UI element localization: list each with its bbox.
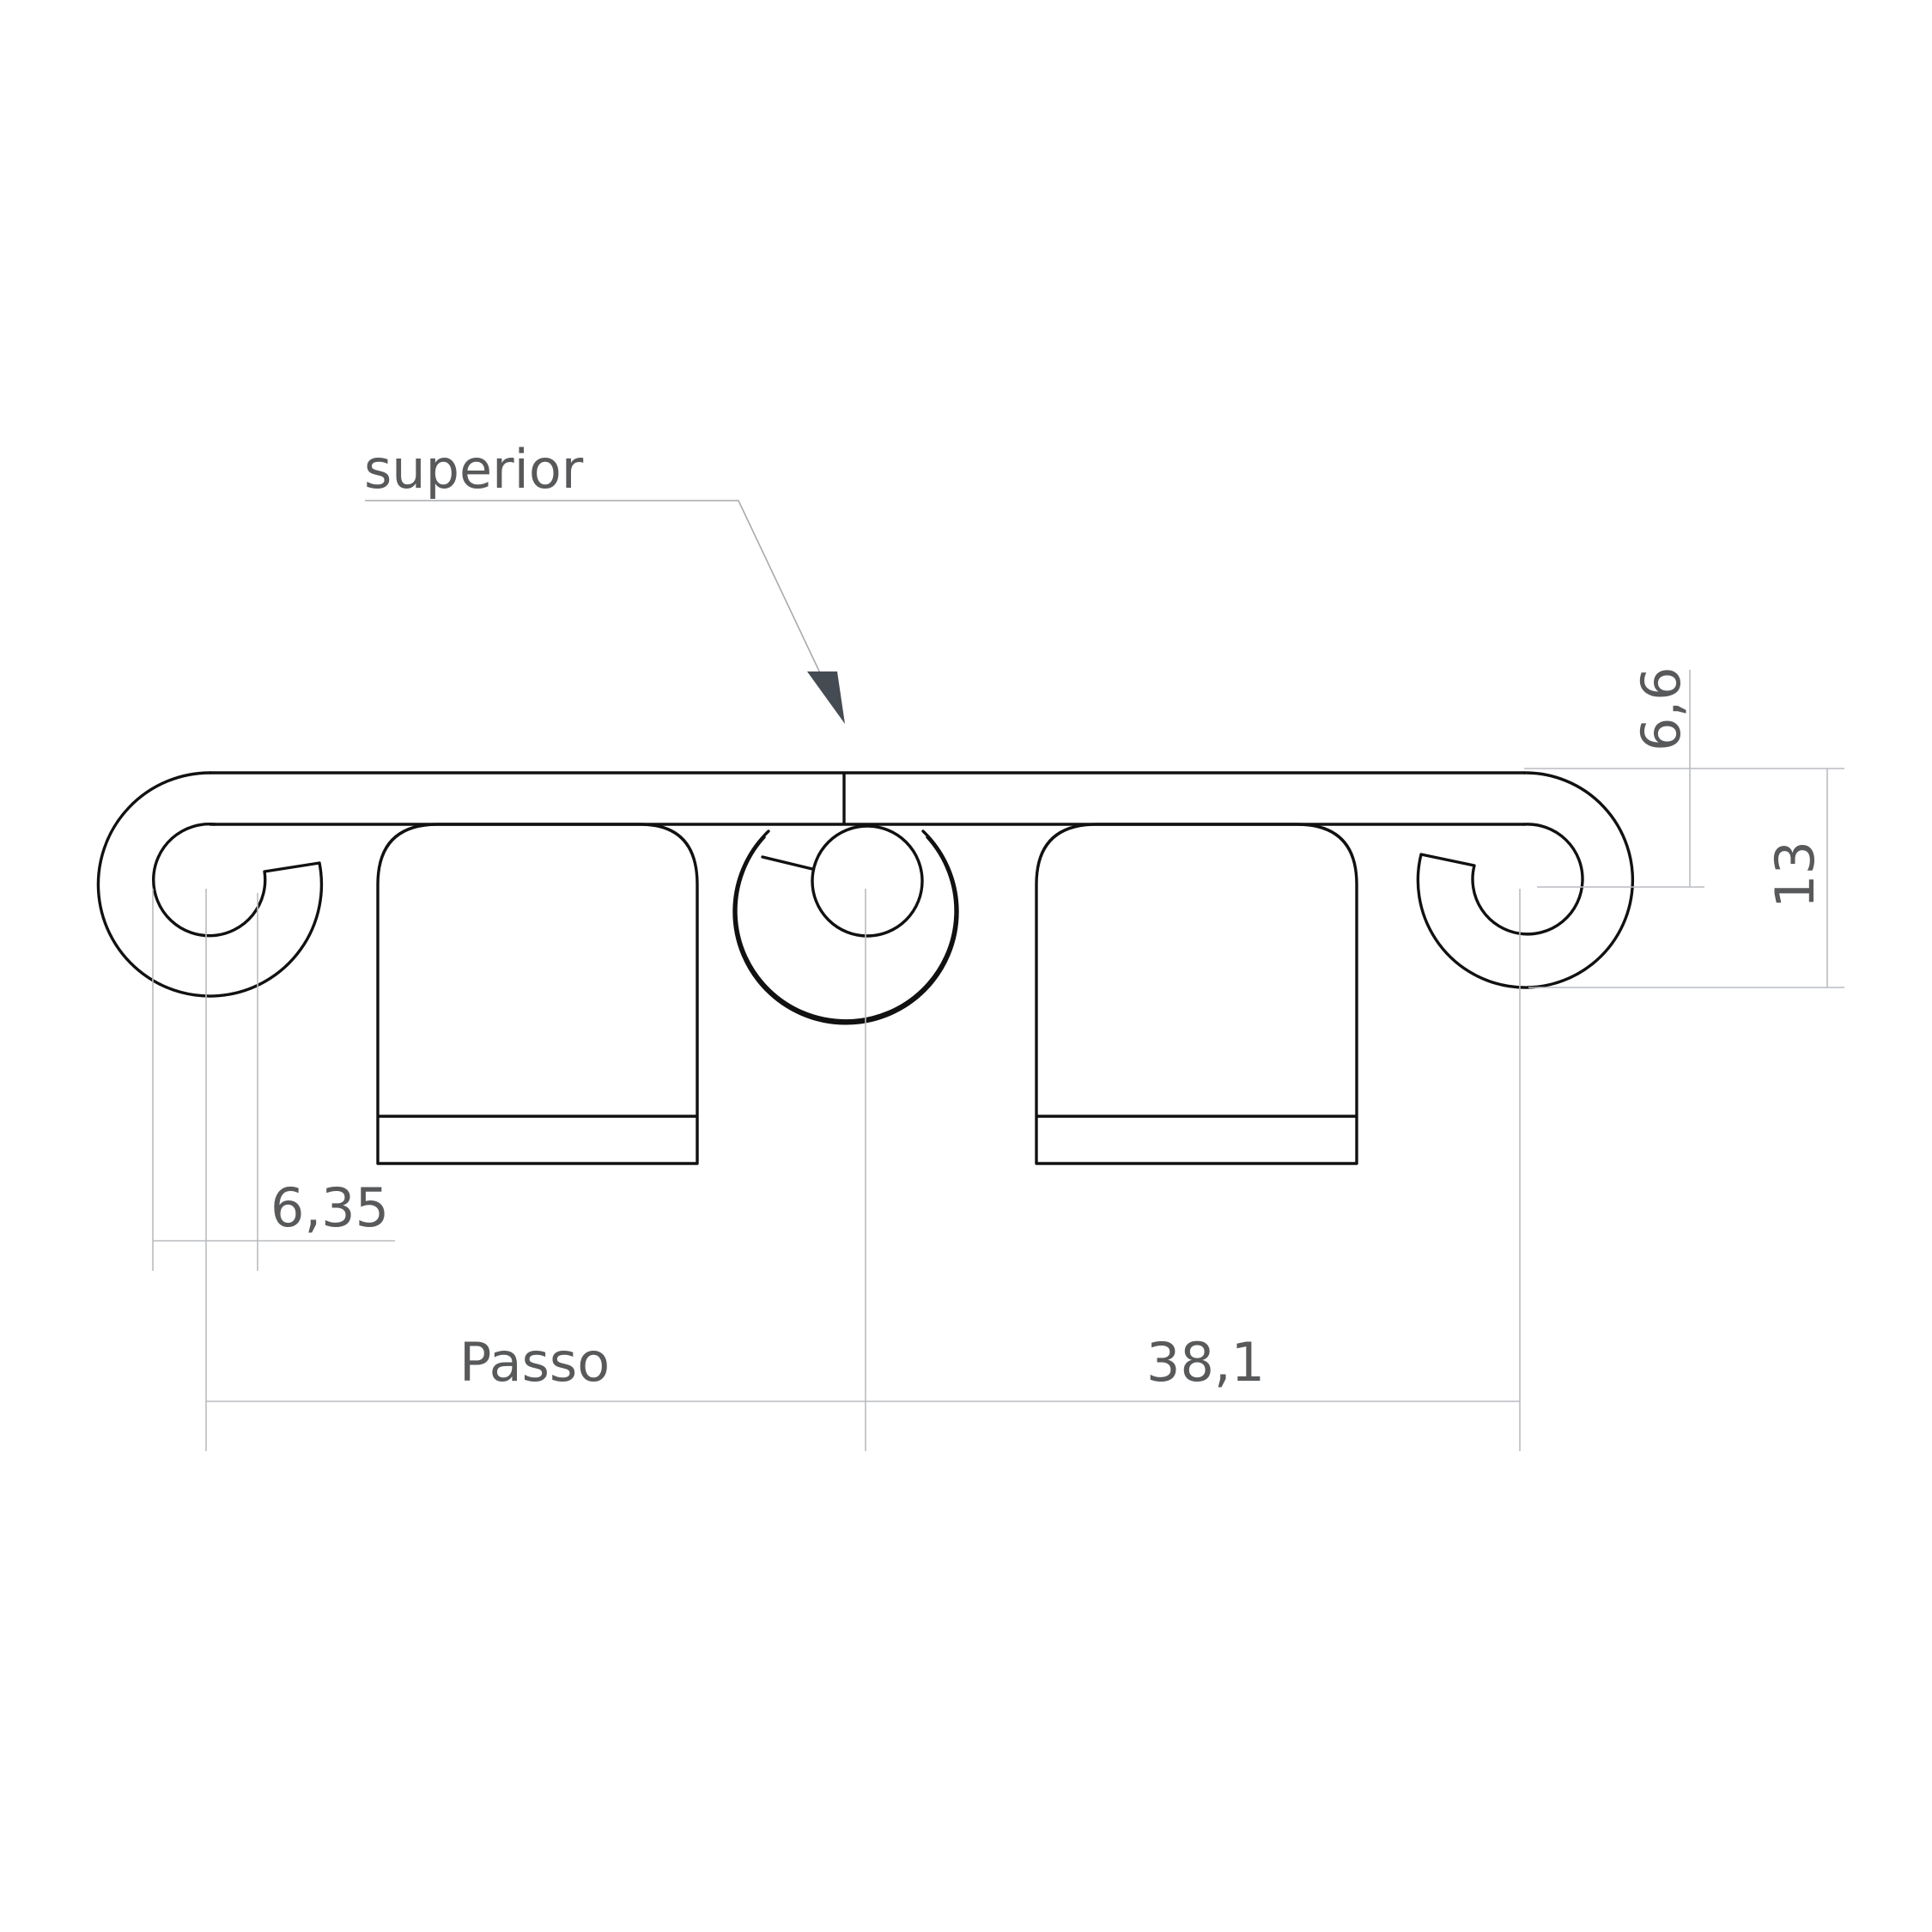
label-top-thickness: 6,6: [1630, 666, 1692, 751]
belt-profile: [96, 771, 1635, 1165]
label-superior: superior: [364, 438, 584, 501]
right-block: [1035, 823, 1358, 1165]
label-pitch-name: Passo: [459, 1331, 610, 1394]
superior-leader: [365, 500, 845, 724]
label-total-height: 13: [1764, 841, 1826, 908]
leader-line: [365, 500, 823, 679]
dimension-lines: [152, 670, 1844, 1451]
top-plate-outline: [209, 771, 1526, 826]
label-pin-diameter: 6,35: [270, 1176, 389, 1239]
right-hook: [1416, 771, 1635, 989]
label-pitch-value: 38,1: [1146, 1331, 1265, 1394]
left-hook: [96, 771, 324, 998]
center-knuckle: [732, 824, 959, 1025]
leader-arrow-icon: [807, 671, 845, 724]
left-block: [376, 823, 699, 1165]
